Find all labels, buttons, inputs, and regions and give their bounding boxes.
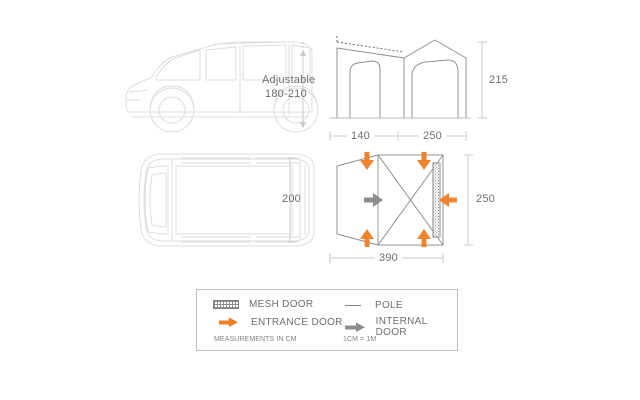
awning-height-dimension-label: 215 xyxy=(489,74,508,86)
legend-item-internal-door: INTERNAL DOOR xyxy=(343,316,457,338)
legend-note-scale: 1CM = 1M xyxy=(343,336,377,343)
van-adjustable-label-line1: Adjustable xyxy=(262,74,316,86)
mesh-door-strip xyxy=(432,162,441,238)
entrance-door-arrow-bottom-annex xyxy=(360,229,374,247)
awning-main-depth-dimension-label: 250 xyxy=(419,130,446,142)
grey-arrow-icon xyxy=(345,322,365,332)
legend-item-entrance-door: ENTRANCE DOOR xyxy=(217,316,343,328)
entrance-door-arrow-bottom-main xyxy=(417,229,431,247)
van-width-dimension-label: 200 xyxy=(282,193,301,205)
legend-label-mesh-door: MESH DOOR xyxy=(249,299,314,310)
mesh-hatch-swatch xyxy=(213,300,239,309)
internal-door-arrow xyxy=(364,193,383,207)
awning-plan-length-dimension-label: 390 xyxy=(375,252,402,264)
awning-plan-width-dimension-label: 250 xyxy=(476,193,495,205)
entrance-door-arrow-top-annex xyxy=(360,152,374,170)
legend-item-pole: POLE xyxy=(345,300,403,311)
legend-item-mesh-door: MESH DOOR xyxy=(213,299,313,310)
orange-arrow-icon xyxy=(219,317,238,327)
legend-label-internal-door: INTERNAL DOOR xyxy=(375,316,428,338)
awning-annex-depth-dimension-label: 140 xyxy=(347,130,374,142)
legend-label-entrance-door: ENTRANCE DOOR xyxy=(251,316,343,328)
pole-line-swatch xyxy=(345,305,361,306)
entrance-door-arrow-top-main xyxy=(417,152,431,170)
legend-box: MESH DOOR ENTRANCE DOOR POLE INTER xyxy=(196,289,458,351)
van-adjustable-label-line2: 180-210 xyxy=(265,88,307,100)
legend-label-pole: POLE xyxy=(375,300,403,311)
legend-note-units: MEASUREMENTS IN CM xyxy=(214,336,297,343)
mesh-door-arrow-right xyxy=(439,193,457,207)
